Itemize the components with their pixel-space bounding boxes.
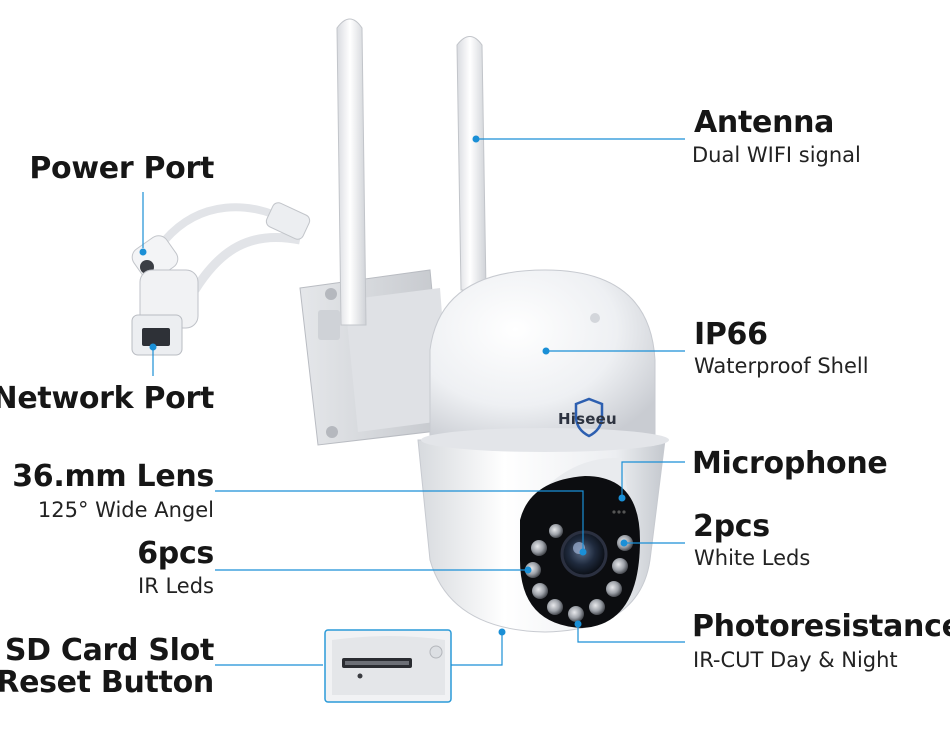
antenna-title: Antenna: [694, 105, 835, 140]
white-leds-subtitle: White Leds: [694, 546, 811, 570]
power-port-title: Power Port: [29, 151, 214, 186]
wall-mount: [299, 269, 450, 446]
ip66-subtitle: Waterproof Shell: [694, 354, 869, 378]
lens-subtitle: 125° Wide Angel: [37, 498, 214, 522]
reset-button-title: Reset Button: [0, 665, 214, 700]
led-array: [525, 524, 633, 622]
leader-lines: [142, 138, 685, 666]
brand-logo-text: Hiseeu: [558, 410, 617, 428]
lens-title: 36.mm Lens: [12, 459, 214, 494]
ip66-title: IP66: [694, 317, 768, 352]
white-leds-title: 2pcs: [693, 509, 770, 544]
antenna-subtitle: Dual WIFI signal: [692, 143, 861, 167]
leader-dots: [139, 135, 628, 636]
ir-leds-title: 6pcs: [137, 536, 214, 571]
microphone-title: Microphone: [692, 446, 888, 481]
network-cable: [131, 202, 311, 356]
network-port-title: Network Port: [0, 381, 214, 416]
brand-logo: [574, 397, 604, 438]
photoresistance-subtitle: IR-CUT Day & Night: [693, 648, 898, 672]
sd-card-title: SD Card Slot: [4, 633, 214, 668]
ir-leds-subtitle: IR Leds: [138, 574, 214, 598]
antenna-right: [456, 36, 487, 291]
sd-card-inset: [324, 629, 452, 703]
photoresistance-title: Photoresistance: [692, 609, 950, 644]
antenna-left: [336, 18, 367, 326]
microphone-holes: [612, 510, 626, 514]
